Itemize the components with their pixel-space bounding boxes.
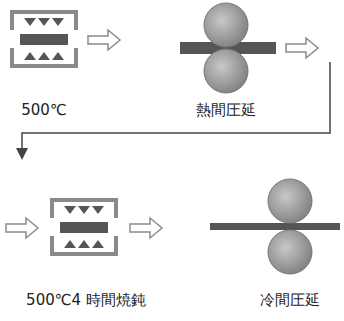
flow-arrow [130, 218, 162, 238]
process-label: 熱間圧延 [196, 101, 256, 119]
furnace-icon [12, 12, 76, 66]
furnace-icon [52, 200, 116, 254]
flow-arrow [88, 30, 120, 50]
roll [204, 49, 248, 93]
return-arrowhead [16, 148, 28, 160]
process-label: 冷間圧延 [260, 291, 320, 309]
roll [204, 3, 248, 47]
cold-sheet [210, 223, 340, 230]
process-label: 500℃ [21, 101, 66, 119]
flow-arrow [286, 38, 318, 58]
roll [268, 230, 312, 274]
flow-arrow [6, 218, 38, 238]
return-line [22, 62, 330, 150]
roll [268, 179, 312, 223]
process-label: 500℃4 時間焼鈍 [26, 291, 146, 309]
